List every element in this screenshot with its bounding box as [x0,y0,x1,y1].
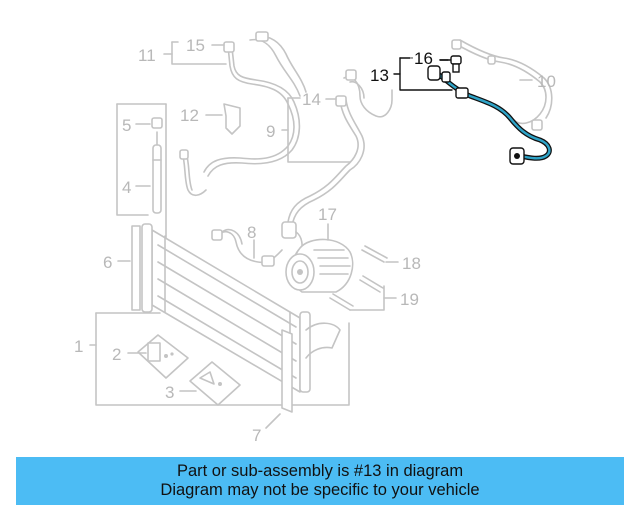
callout-14[interactable]: 14 [302,90,321,109]
callout-11[interactable]: 11 [138,46,156,65]
part-13-upper-fitting [427,65,441,81]
part-4-receiver-drier [151,117,163,214]
callout-8[interactable]: 8 [247,223,256,242]
callout-6[interactable]: 6 [103,253,112,272]
callout-2[interactable]: 2 [112,345,121,364]
callout-5[interactable]: 5 [122,116,131,135]
callout-3[interactable]: 3 [165,383,174,402]
callout-15[interactable]: 15 [186,36,205,55]
part-4-5-bracket-outline [116,103,167,241]
callout-12[interactable]: 12 [180,106,199,125]
callout-17[interactable]: 17 [318,205,337,224]
callout-labels: 11 15 12 5 4 9 14 6 8 17 18 19 1 2 3 7 1… [74,36,556,445]
callout-13-16-leader [393,57,453,91]
parts-diagram: 11 15 12 5 4 9 14 6 8 17 18 19 1 2 3 7 1… [74,31,556,445]
part-17-compressor [285,238,354,293]
callout-18[interactable]: 18 [402,254,421,273]
banner-line-part: Part or sub-assembly is #13 in diagram [176,462,464,480]
callout-19[interactable]: 19 [400,290,419,309]
part-2-kit [137,334,189,379]
info-banner: Part or sub-assembly is #13 in diagram D… [16,457,624,505]
part-16-valve [439,55,462,73]
callout-7[interactable]: 7 [252,426,261,445]
banner-line-disclaimer: Diagram may not be specific to your vehi… [160,481,480,499]
part-18-19-bolts [329,245,388,311]
callout-9[interactable]: 9 [266,122,275,141]
callout-13[interactable]: 13 [370,66,389,85]
inactive-refrigerant-lines [179,31,393,267]
part-3-kit [189,361,241,406]
part-10-line [451,39,553,131]
part-1-group-outline [89,312,350,406]
part-9-14-bracket [281,97,351,163]
condenser-core [131,223,341,413]
part-13-suction-hose[interactable] [427,65,552,165]
callout-1[interactable]: 1 [74,337,83,356]
callout-4[interactable]: 4 [122,178,131,197]
callout-16[interactable]: 16 [414,49,433,68]
callout-10[interactable]: 10 [537,72,556,91]
callout-leaders [117,41,533,429]
